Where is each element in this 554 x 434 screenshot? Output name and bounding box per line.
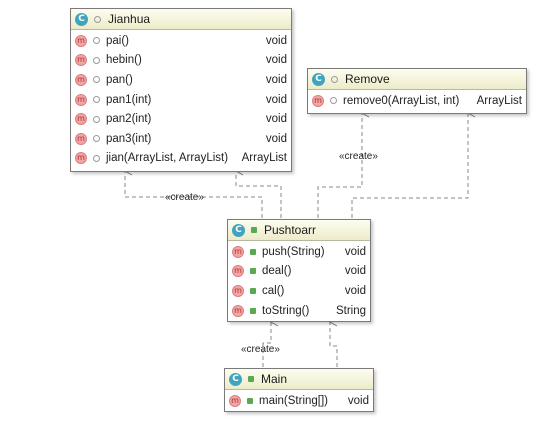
package-visibility-icon <box>93 135 100 143</box>
class-remove[interactable]: C Remove m remove0(ArrayList, int) ArrayLi… <box>307 68 527 114</box>
method-icon: m <box>232 265 244 278</box>
method-name: pan2(int) <box>106 113 152 126</box>
method-row[interactable]: m pan3(int) void <box>71 129 291 149</box>
method-return-type: void <box>265 113 287 126</box>
method-return-type: void <box>265 93 287 106</box>
edge-pushtoarr-remove-create <box>317 108 370 218</box>
class-header: C Pushtoarr <box>228 220 370 241</box>
create-label-jianhua: «create» <box>165 192 204 203</box>
method-row[interactable]: m deal() void <box>228 262 370 282</box>
method-row[interactable]: m jian(ArrayList, ArrayList) ArrayList <box>71 149 291 169</box>
method-row[interactable]: m cal() void <box>228 281 370 301</box>
method-icon: m <box>232 304 244 317</box>
class-name: Remove <box>345 72 390 86</box>
class-header: C Main <box>225 369 373 390</box>
public-visibility-icon <box>247 397 253 404</box>
method-return-type: String <box>335 304 366 317</box>
package-visibility-icon <box>331 75 338 83</box>
method-return-type: void <box>347 394 369 407</box>
method-name: pan() <box>106 73 133 86</box>
package-visibility-icon <box>93 76 100 84</box>
method-icon: m <box>75 93 87 106</box>
method-name: hebin() <box>106 54 142 67</box>
method-icon: m <box>312 94 324 107</box>
method-icon: m <box>232 284 244 297</box>
method-return-type: void <box>265 34 287 47</box>
package-visibility-icon <box>93 96 100 104</box>
method-icon: m <box>75 132 87 145</box>
edge-pushtoarr-jianhua-create <box>123 166 263 218</box>
method-name: push(String) <box>262 245 325 258</box>
method-row[interactable]: m remove0(ArrayList, int) ArrayList <box>308 91 526 111</box>
method-row[interactable]: m pan() void <box>71 70 291 90</box>
class-jianhua[interactable]: C Jianhua m pai() void m hebin() void m pan()… <box>70 8 292 172</box>
method-row[interactable]: m pai() void <box>71 31 291 51</box>
method-icon: m <box>75 73 87 86</box>
method-row[interactable]: m hebin() void <box>71 51 291 71</box>
create-label-pushtoarr: «create» <box>241 344 280 355</box>
method-return-type: void <box>265 54 287 67</box>
method-return-type: ArrayList <box>241 152 287 165</box>
package-visibility-icon <box>94 15 101 23</box>
public-visibility-icon <box>250 307 256 314</box>
method-icon: m <box>75 152 87 165</box>
method-name: cal() <box>262 284 285 297</box>
edge-main-pushtoarr-create <box>262 317 279 367</box>
method-name: toString() <box>262 304 310 317</box>
edge-pushtoarr-jianhua <box>234 166 282 218</box>
package-visibility-icon <box>330 97 337 105</box>
class-name: Main <box>261 372 288 386</box>
create-label-remove: «create» <box>339 151 378 162</box>
method-return-type: void <box>344 245 366 258</box>
class-icon: C <box>229 372 242 386</box>
public-visibility-icon <box>250 268 256 275</box>
method-name: remove0(ArrayList, int) <box>343 94 460 107</box>
method-return-type: ArrayList <box>476 94 522 107</box>
method-return-type: void <box>344 265 366 278</box>
package-visibility-icon <box>93 37 100 45</box>
public-visibility-icon <box>250 248 256 255</box>
class-header: C Jianhua <box>71 9 291 30</box>
package-visibility-icon <box>93 154 100 162</box>
method-name: deal() <box>262 265 292 278</box>
public-visibility-icon <box>251 227 257 233</box>
method-name: pan1(int) <box>106 93 152 106</box>
method-icon: m <box>232 245 244 258</box>
method-row[interactable]: m toString() String <box>228 301 370 321</box>
class-name: Jianhua <box>108 12 151 26</box>
method-name: main(String[]) <box>259 394 329 407</box>
method-icon: m <box>229 394 241 407</box>
package-visibility-icon <box>93 56 100 64</box>
method-return-type: void <box>344 284 366 297</box>
class-icon: C <box>312 72 325 86</box>
method-icon: m <box>75 54 87 67</box>
public-visibility-icon <box>250 287 256 294</box>
method-icon: m <box>75 34 87 47</box>
edge-pushtoarr-remove <box>351 108 476 218</box>
method-name: jian(ArrayList, ArrayList) <box>106 152 229 165</box>
method-return-type: void <box>265 132 287 145</box>
public-visibility-icon <box>248 376 254 382</box>
class-icon: C <box>232 223 245 237</box>
package-visibility-icon <box>93 115 100 123</box>
edge-main-pushtoarr <box>328 317 338 367</box>
method-name: pai() <box>106 34 130 47</box>
method-return-type: void <box>265 73 287 86</box>
method-row[interactable]: m pan1(int) void <box>71 90 291 110</box>
class-name: Pushtoarr <box>264 223 317 237</box>
method-row[interactable]: m pan2(int) void <box>71 109 291 129</box>
method-row[interactable]: m push(String) void <box>228 242 370 262</box>
method-icon: m <box>75 113 87 126</box>
class-main[interactable]: C Main m main(String[]) void <box>224 368 374 412</box>
method-row[interactable]: m main(String[]) void <box>225 391 373 411</box>
class-icon: C <box>75 12 88 26</box>
class-header: C Remove <box>308 69 526 90</box>
class-pushtoarr[interactable]: C Pushtoarr m push(String) void m deal() voi… <box>227 219 371 322</box>
method-name: pan3(int) <box>106 132 152 145</box>
